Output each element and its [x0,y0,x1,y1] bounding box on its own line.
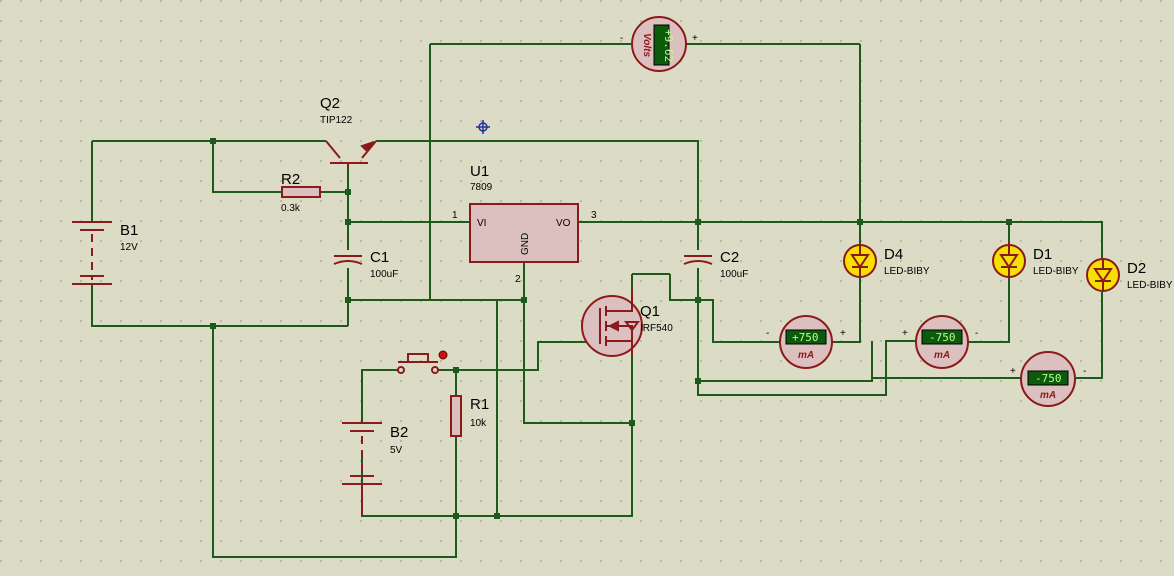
ammeter-2-minus: - [975,328,978,339]
ammeter-2-unit: mA [934,350,950,361]
transistor-q2-ref: Q2 [320,95,340,112]
battery-b2[interactable]: B2 5V [342,422,408,516]
led-d4[interactable]: D4 LED-BIBY [843,244,930,278]
resistor-r1-value: 10k [470,418,487,429]
regulator-pin-vo-label: VO [556,218,571,229]
resistor-r2-value: 0.3k [281,203,301,214]
capacitor-c1-ref: C1 [370,249,389,266]
voltmeter[interactable]: +9.62 Volts - + [620,16,698,72]
capacitor-c1-value: 100uF [370,269,398,280]
resistor-r2-ref: R2 [281,171,300,188]
resistor-r1[interactable]: R1 10k [450,395,489,437]
ammeter-1-reading: +750 [792,331,819,344]
mosfet-q1-ref: Q1 [640,303,660,320]
led-d1-ref: D1 [1033,246,1052,263]
voltmeter-unit: Volts [641,33,652,58]
regulator-pin-vi-label: VI [477,218,486,229]
ammeter-3-minus: - [1083,366,1086,377]
push-button-switch[interactable] [397,350,448,374]
capacitor-c2[interactable]: C2 100uF [683,249,748,280]
mosfet-q1-value: IRF540 [640,323,673,334]
ammeter-3-plus: + [1010,366,1016,377]
led-d1[interactable]: D1 LED-BIBY [992,242,1079,278]
button-actuator-icon[interactable] [438,350,448,360]
wires [91,43,1103,558]
transistor-q2[interactable]: Q2 TIP122 [320,95,377,168]
battery-b1[interactable]: B1 12V [72,221,138,285]
battery-b2-value: 5V [390,445,403,456]
ammeter-3-reading: -750 [1035,372,1062,385]
battery-b1-value: 12V [120,242,138,253]
led-d2-value: LED-BIBY [1127,280,1173,291]
regulator-u1-ref: U1 [470,163,489,180]
mosfet-q1[interactable]: Q1 IRF540 [581,290,673,357]
voltmeter-minus: - [620,33,623,44]
ammeter-1-unit: mA [798,350,814,361]
ammeter-1[interactable]: +750 mA - + [766,315,846,369]
led-d2-ref: D2 [1127,260,1146,277]
ammeter-1-minus: - [766,328,769,339]
led-d2[interactable]: D2 LED-BIBY [1086,258,1173,292]
resistor-r2[interactable]: R2 0.3k [281,171,321,214]
regulator-u1-value: 7809 [470,182,493,193]
transistor-q2-value: TIP122 [320,115,353,126]
regulator-pin1-number: 1 [452,210,458,221]
cursor-crosshair-icon [476,120,490,134]
ammeter-2-plus: + [902,328,908,339]
voltmeter-reading: +9.62 [662,29,675,62]
regulator-pin2-number: 2 [515,274,521,285]
regulator-pin3-number: 3 [591,210,597,221]
ammeter-2[interactable]: -750 mA - + [902,315,978,369]
ammeter-3-unit: mA [1040,390,1056,401]
capacitor-c2-ref: C2 [720,249,739,266]
led-d1-value: LED-BIBY [1033,266,1079,277]
regulator-u1[interactable]: U1 7809 VI VO GND 1 3 2 [452,163,597,285]
ammeter-2-reading: -750 [929,331,956,344]
led-d4-value: LED-BIBY [884,266,930,277]
battery-b2-ref: B2 [390,424,408,441]
battery-b1-ref: B1 [120,222,138,239]
ammeter-1-plus: + [840,328,846,339]
capacitor-c2-value: 100uF [720,269,748,280]
resistor-r1-ref: R1 [470,396,489,413]
voltmeter-plus: + [692,33,698,44]
capacitor-c1[interactable]: C1 100uF [333,249,398,280]
ammeter-3[interactable]: -750 mA - + [1010,351,1086,407]
junctions [210,138,1012,519]
regulator-pin-gnd-label: GND [520,233,531,255]
led-d4-ref: D4 [884,246,903,263]
